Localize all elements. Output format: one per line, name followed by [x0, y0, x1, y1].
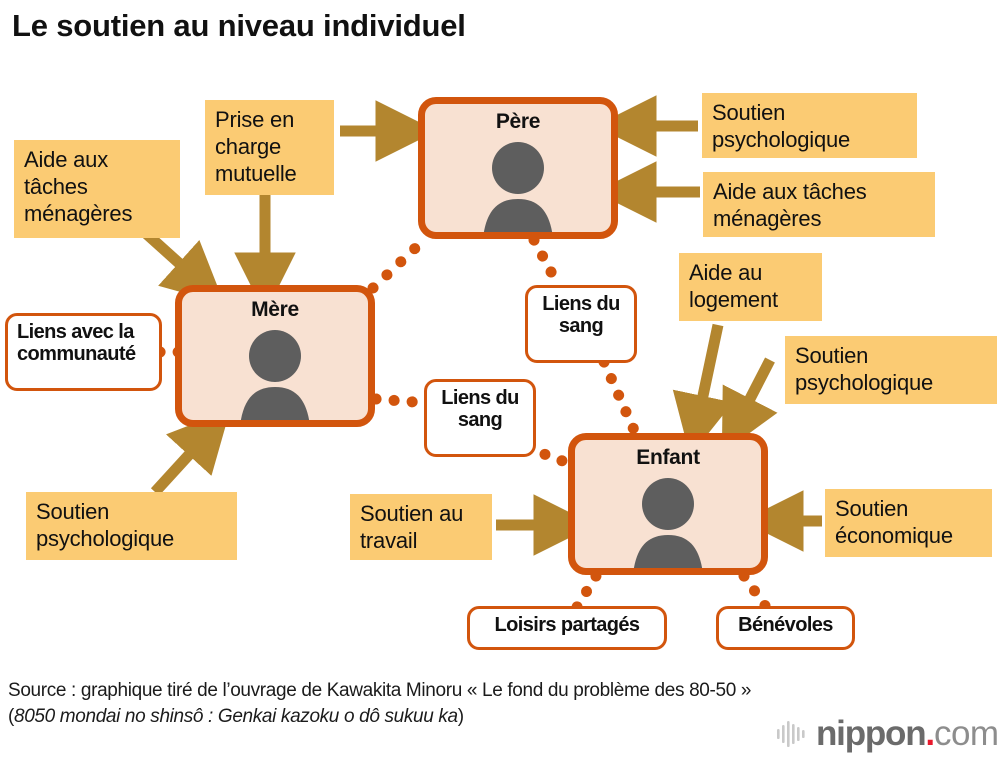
node-mere[interactable]: Mère [175, 285, 375, 427]
support-box-aide-taches-menageres-mere[interactable]: Aide aux tâches ménagères [14, 140, 180, 238]
node-pere[interactable]: Père [418, 97, 618, 239]
person-icon [483, 142, 553, 232]
nippon-logo-text: nippon.com [816, 716, 999, 751]
source-title-italic: 8050 mondai no shinsô : Genkai kazoku o … [13, 705, 458, 727]
node-mere-label: Mère [251, 298, 299, 321]
link-enfant-benevoles [738, 570, 772, 613]
support-box-soutien-psychologique-pere[interactable]: Soutien psychologique [702, 93, 917, 158]
source-prefix: Source : graphique tiré de l’ouvrage de … [8, 680, 752, 727]
link-enfant-loisirs [571, 570, 602, 613]
node-enfant[interactable]: Enfant [568, 433, 768, 575]
link-label-liens-du-sang-pere-enfant[interactable]: Liens du sang [525, 285, 637, 363]
support-box-soutien-au-travail[interactable]: Soutien au travail [350, 494, 492, 560]
support-box-aide-au-logement[interactable]: Aide au logement [679, 253, 822, 321]
logo-nippon-word: nippon [816, 714, 927, 753]
link-mere-pere [367, 232, 432, 294]
link-pere-liensdusang [528, 234, 564, 291]
link-liensdusang-enfant [598, 356, 640, 436]
link-label-loisirs-partages[interactable]: Loisirs partagés [467, 606, 667, 650]
source-suffix: ) [457, 705, 464, 727]
node-enfant-label: Enfant [636, 446, 700, 469]
support-box-soutien-psychologique-mere[interactable]: Soutien psychologique [26, 492, 237, 560]
nippon-logo[interactable]: nippon.com [775, 716, 999, 751]
link-mere-liensdusang [370, 393, 433, 409]
logo-dot: . [925, 714, 935, 753]
page-title: Le soutien au niveau individuel [12, 8, 466, 43]
link-label-liens-avec-la-communaute[interactable]: Liens avec la communauté [5, 313, 162, 391]
link-label-liens-du-sang-mere-enfant[interactable]: Liens du sang [424, 379, 536, 457]
support-box-soutien-economique[interactable]: Soutien économique [825, 489, 992, 557]
arrow-soutien-psychologique-to-enfant [721, 357, 778, 454]
person-icon [240, 330, 310, 420]
logo-tld: com [933, 714, 999, 753]
link-label-benevoles[interactable]: Bénévoles [716, 606, 855, 650]
arrow-soutien-psychologique-to-mere [150, 409, 231, 496]
person-icon [633, 478, 703, 568]
node-pere-label: Père [495, 110, 541, 133]
source-note: Source : graphique tiré de l’ouvrage de … [8, 678, 768, 729]
support-box-prise-en-charge-mutuelle[interactable]: Prise en charge mutuelle [205, 100, 334, 195]
support-box-soutien-psychologique-enfant[interactable]: Soutien psychologique [785, 336, 997, 404]
support-box-aide-taches-menageres-pere[interactable]: Aide aux tâches ménagères [703, 172, 935, 237]
arrow-aide-logement-to-enfant [672, 323, 734, 457]
nippon-wave-icon [777, 720, 805, 747]
